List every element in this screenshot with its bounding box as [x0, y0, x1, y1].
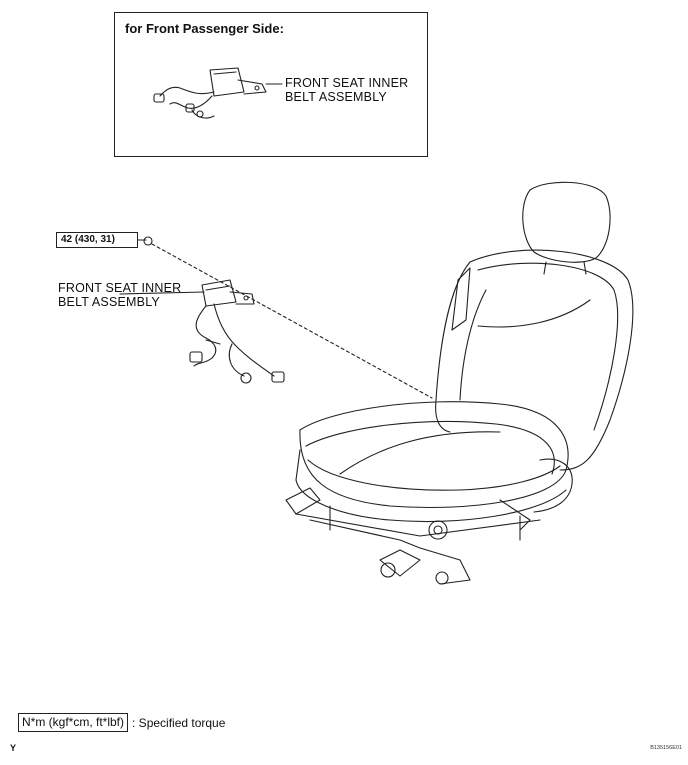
seat-drawing: [285, 181, 634, 585]
main-belt-assembly-drawing: [119, 279, 285, 384]
bolt-icon: [143, 236, 153, 246]
main-part-label-line1: FRONT SEAT INNER: [58, 281, 182, 295]
main-part-label: FRONT SEAT INNER BELT ASSEMBLY: [58, 281, 181, 309]
inset-title: for Front Passenger Side:: [125, 21, 284, 36]
corner-letter: Y: [10, 743, 17, 753]
main-part-label-line2: BELT ASSEMBLY: [58, 295, 160, 309]
inset-part-label-line1: FRONT SEAT INNER: [285, 76, 409, 90]
torque-legend: N*m (kgf*cm, ft*lbf) : Specified torque: [18, 713, 225, 732]
adjust-knob-icon: [428, 520, 448, 540]
legend-description: : Specified torque: [132, 715, 226, 730]
inset-part-label: FRONT SEAT INNER BELT ASSEMBLY: [285, 76, 408, 104]
torque-spec-badge: 42 (430, 31): [56, 232, 138, 248]
inset-belt-assembly-drawing: [153, 67, 283, 119]
figure-id: B135156E01: [650, 745, 682, 751]
inset-part-label-line2: BELT ASSEMBLY: [285, 90, 387, 104]
legend-unit-box: N*m (kgf*cm, ft*lbf): [18, 713, 129, 732]
inset-panel: for Front Passenger Side: FRONT SEAT INN…: [114, 12, 428, 157]
